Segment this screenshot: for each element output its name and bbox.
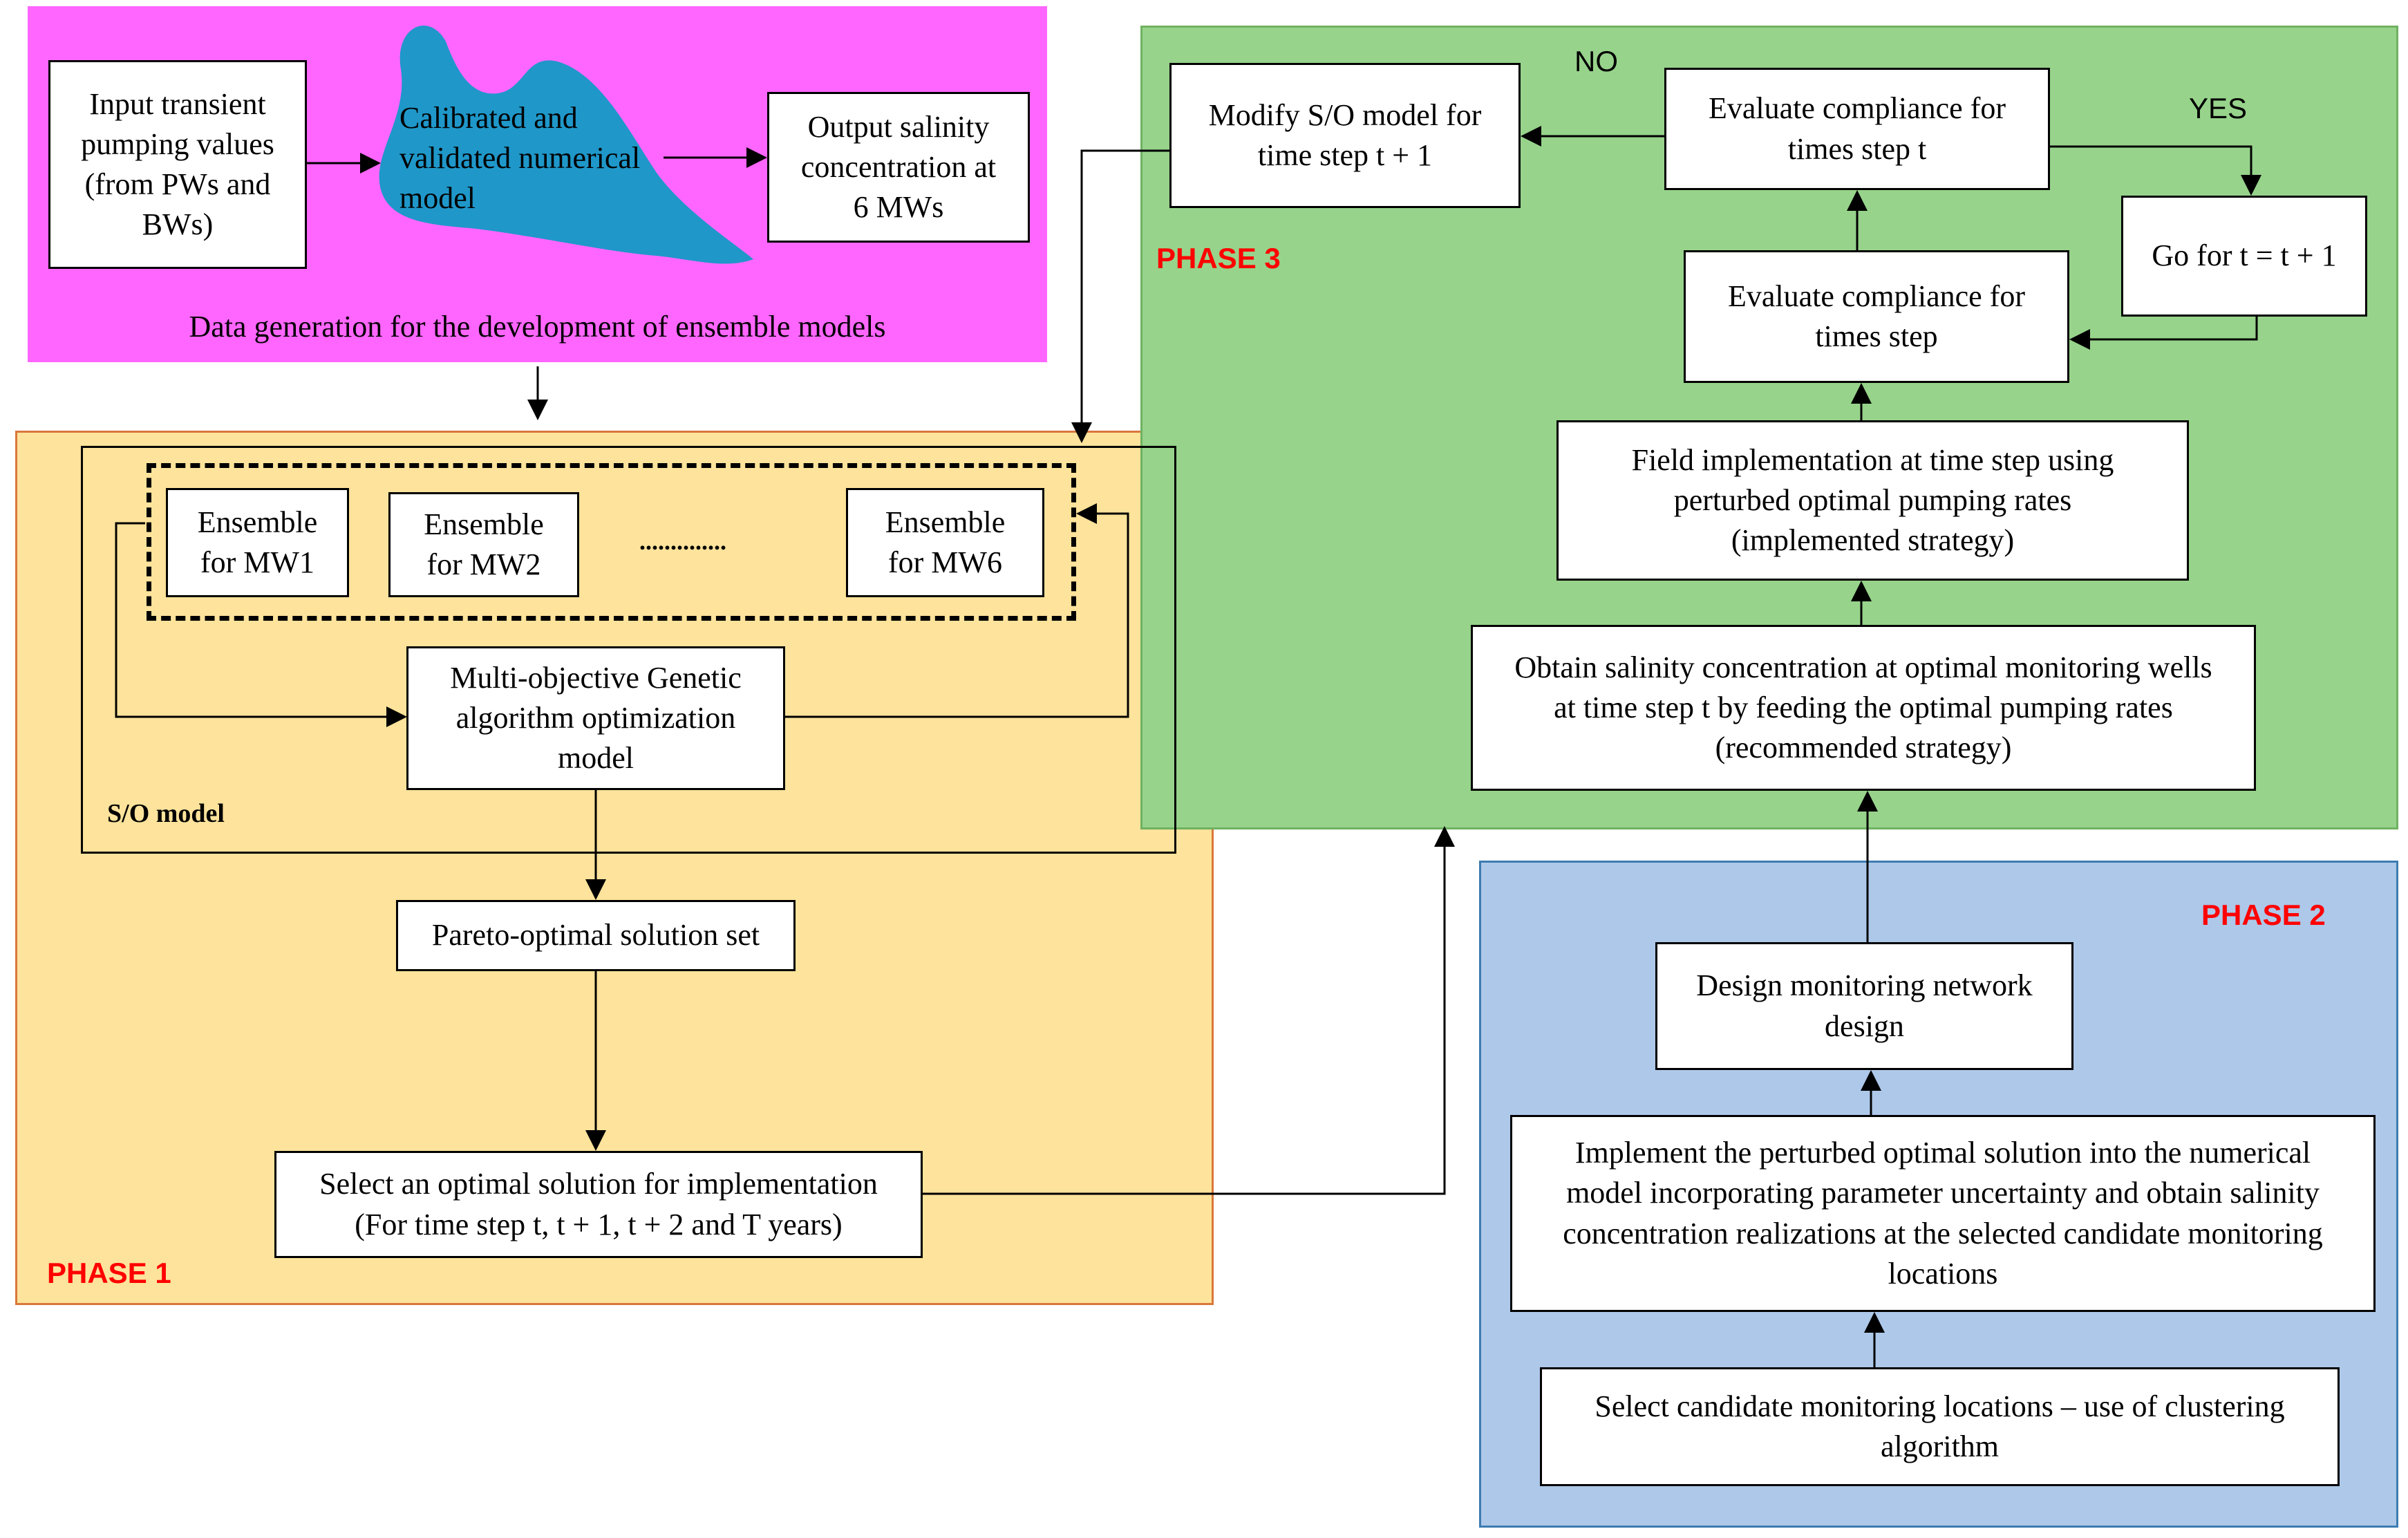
ensemble-mw2-box: Ensemble for MW2	[388, 492, 579, 597]
ensemble-mw1-box: Ensemble for MW1	[166, 488, 349, 597]
select-candidate-box: Select candidate monitoring locations – …	[1540, 1367, 2340, 1486]
obtain-salinity-box: Obtain salinity concentration at optimal…	[1471, 625, 2256, 791]
implement-perturbed-box: Implement the perturbed optimal solution…	[1510, 1115, 2376, 1312]
output-salinity-box: Output salinity concentration at 6 MWs	[767, 92, 1030, 243]
ensemble-ellipsis: ..............	[639, 527, 726, 555]
go-next-step-box: Go for t = t + 1	[2121, 196, 2367, 317]
ensemble-mw6-box: Ensemble for MW6	[846, 488, 1044, 597]
yes-label: YES	[2189, 92, 2248, 124]
select-optimal-solution-box: Select an optimal solution for implement…	[274, 1151, 923, 1258]
evaluate-compliance-t-box: Evaluate compliance for times step t	[1664, 68, 2050, 190]
ga-optimization-box: Multi-objective Genetic algorithm optimi…	[406, 646, 785, 790]
input-pumping-box: Input transient pumping values (from PWs…	[48, 60, 307, 269]
so-model-label: S/O model	[107, 799, 225, 828]
phase3-label: PHASE 3	[1156, 242, 1281, 274]
phase1-label: PHASE 1	[47, 1257, 171, 1289]
data-generation-caption: Data generation for the development of e…	[189, 310, 886, 344]
pareto-solution-box: Pareto-optimal solution set	[396, 900, 796, 971]
blob-shape	[379, 25, 753, 264]
design-network-box: Design monitoring network design	[1655, 942, 2073, 1070]
so-model-frame	[81, 446, 1176, 854]
numerical-model-label: Calibrated and validated numerical model	[399, 101, 641, 216]
no-label: NO	[1574, 45, 1618, 77]
evaluate-compliance-box: Evaluate compliance for times step	[1684, 250, 2069, 383]
field-implementation-box: Field implementation at time step using …	[1556, 420, 2189, 581]
phase2-label: PHASE 2	[2201, 899, 2326, 931]
modify-so-model-box: Modify S/O model for time step t + 1	[1169, 63, 1521, 208]
